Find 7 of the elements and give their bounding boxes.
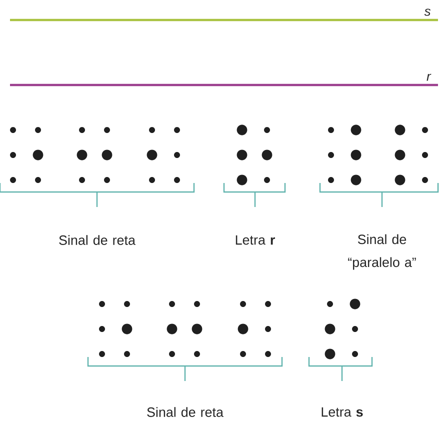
caption-label: Sinal de “paralelo a” <box>348 234 416 270</box>
caption-label: Sinal de reta <box>59 235 136 245</box>
caption-label: Letra r <box>236 235 275 245</box>
caption-label: Sinal de reta <box>147 407 224 417</box>
caption-label: Letra s <box>322 407 363 417</box>
line-label: s <box>424 8 431 16</box>
line-label: r <box>426 74 432 81</box>
